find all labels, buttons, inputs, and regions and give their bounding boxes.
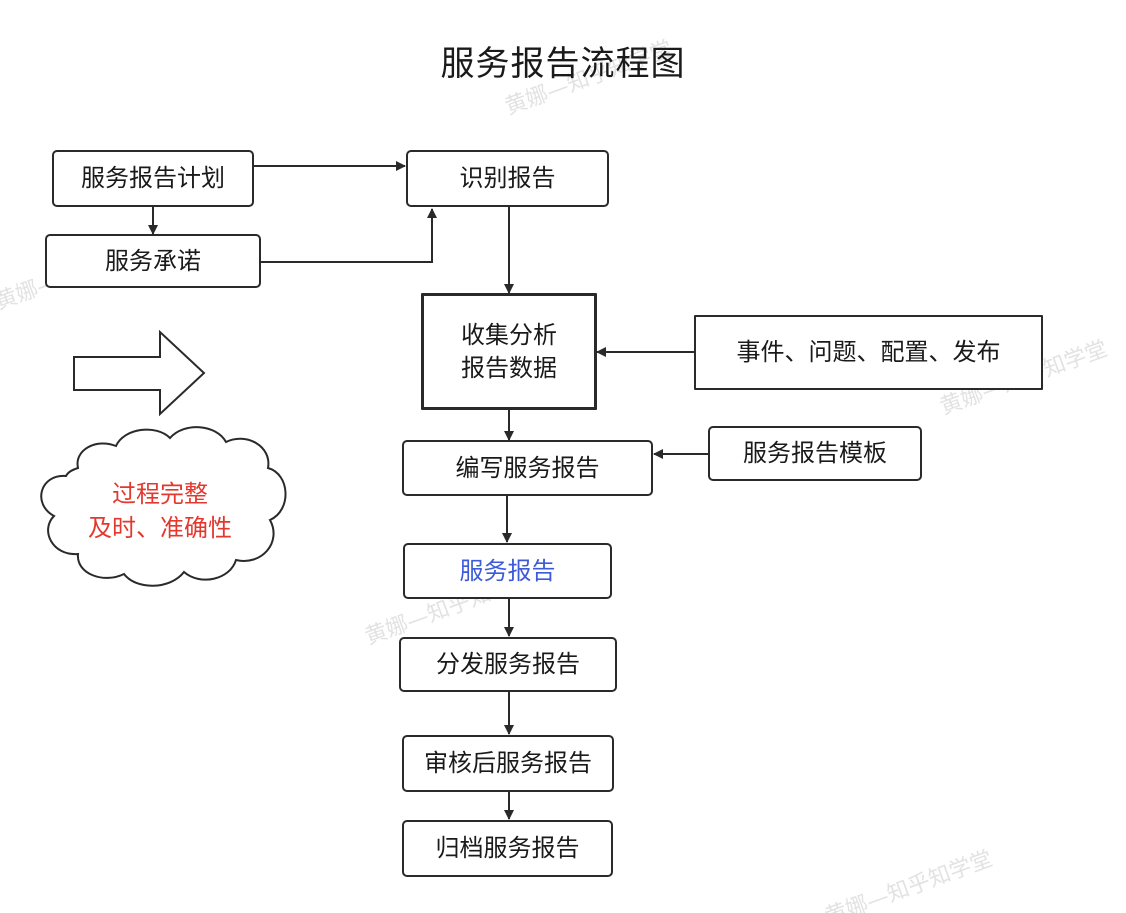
node-write-service-report: 编写服务报告: [402, 440, 653, 496]
node-collect-analyze-data: 收集分析 报告数据: [421, 293, 597, 410]
node-service-commitment: 服务承诺: [45, 234, 261, 288]
node-collect-line1: 收集分析: [461, 321, 557, 350]
node-service-report-template: 服务报告模板: [708, 426, 922, 481]
cloud-shape: [40, 426, 287, 587]
node-archive-service-report: 归档服务报告: [402, 820, 613, 877]
node-reviewed-service-report: 审核后服务报告: [402, 735, 614, 792]
node-service-report-plan: 服务报告计划: [52, 150, 254, 207]
cloud-label: 过程完整 及时、准确性: [40, 478, 280, 545]
arrow-commitment-to-identify: [261, 208, 437, 263]
node-collect-line2: 报告数据: [461, 353, 557, 382]
node-service-report: 服务报告: [403, 543, 612, 599]
big-right-arrow-icon: [73, 329, 206, 417]
node-inputs-incident-problem-config-release: 事件、问题、配置、发布: [694, 315, 1043, 390]
node-distribute-service-report: 分发服务报告: [399, 637, 617, 692]
cloud-line2: 及时、准确性: [88, 513, 232, 542]
diagram-title: 服务报告流程图: [440, 44, 686, 84]
cloud-line1: 过程完整: [112, 480, 208, 508]
node-identify-report: 识别报告: [406, 150, 609, 207]
